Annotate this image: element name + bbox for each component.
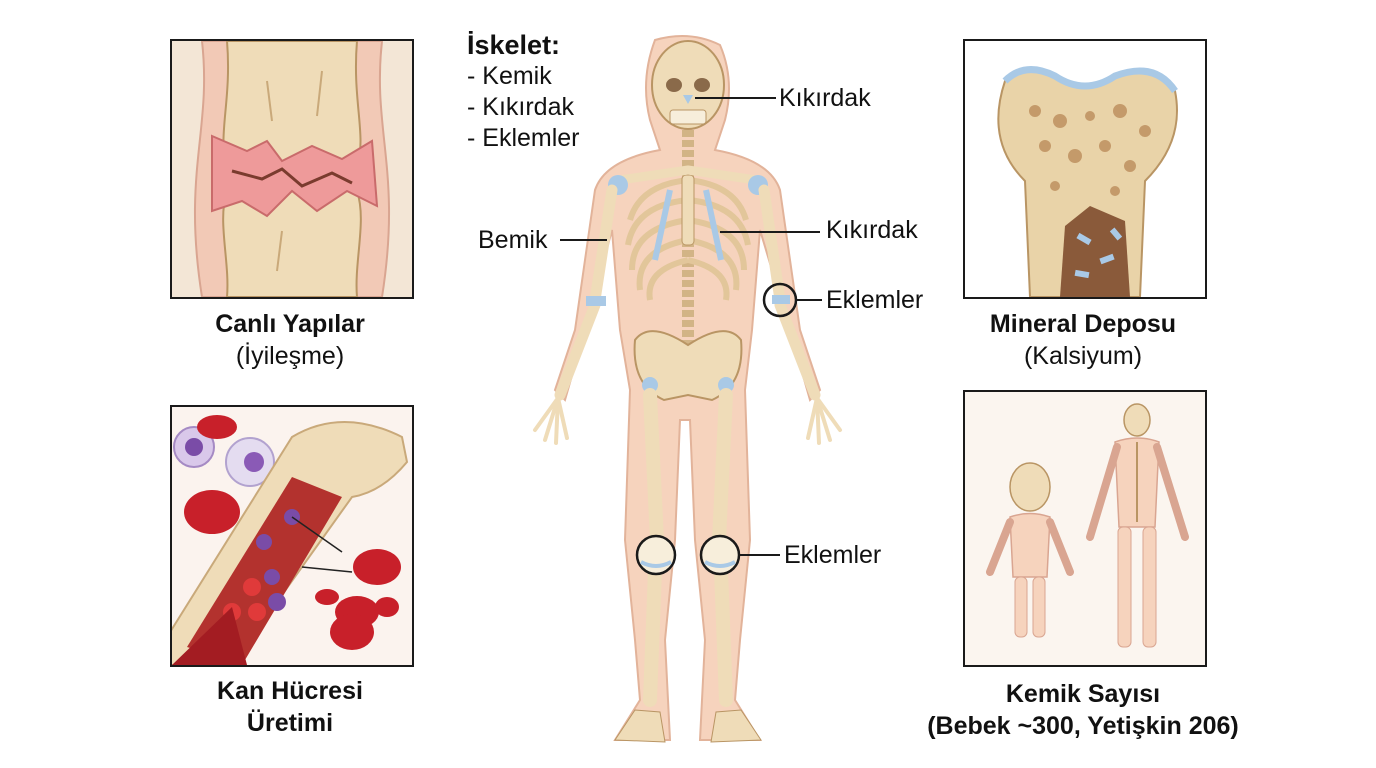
count-caption: Kemik Sayısı (Bebek ~300, Yetişkin 206): [893, 678, 1273, 742]
legend-title: İskelet:: [467, 30, 561, 60]
legend-item-bone: - Kemik: [467, 62, 552, 90]
blood-caption: Kan Hücresi Üretimi: [150, 675, 430, 739]
mineral-caption: Mineral Deposu (Kalsiyum): [943, 308, 1223, 372]
mineral-title: Mineral Deposu: [989, 310, 1177, 338]
human-skeleton-illustration: [533, 35, 842, 743]
healing-caption: Canlı Yapılar (İyileşme): [150, 308, 430, 372]
label-knee-joint: Eklemler: [784, 541, 882, 569]
skull: [651, 40, 725, 130]
healing-title: Canlı Yapılar: [215, 310, 365, 338]
mineral-panel: [963, 39, 1207, 299]
count-title-line1: Kemik Sayısı: [1005, 680, 1161, 708]
healing-subtitle: (İyileşme): [235, 342, 345, 370]
label-rib-cartilage: Kıkırdak: [826, 216, 918, 244]
blood-panel: [170, 405, 414, 667]
healing-panel: [170, 39, 414, 299]
count-title-line2: (Bebek ~300, Yetişkin 206): [927, 712, 1239, 740]
blood-title-line1: Kan Hücresi: [217, 677, 363, 705]
legend-item-joints: - Eklemler: [467, 124, 580, 152]
blood-cell-production-illustration: [172, 407, 412, 665]
count-panel: [963, 390, 1207, 667]
baby-and-adult-skeleton-illustration: [965, 392, 1205, 665]
legend-item-cartilage: - Kıkırdak: [467, 93, 574, 121]
mineral-subtitle: (Kalsiyum): [1023, 342, 1143, 370]
fractured-bone-illustration: [172, 41, 412, 297]
label-bone: Bemik: [478, 226, 548, 254]
label-nose-cartilage: Kıkırdak: [779, 84, 871, 112]
skeleton-legend: İskelet: - Kemik - Kıkırdak - Eklemler: [467, 30, 580, 154]
label-elbow-joint: Eklemler: [826, 286, 924, 314]
mineral-bone-illustration: [965, 41, 1205, 297]
blood-title-line2: Üretimi: [246, 709, 334, 737]
